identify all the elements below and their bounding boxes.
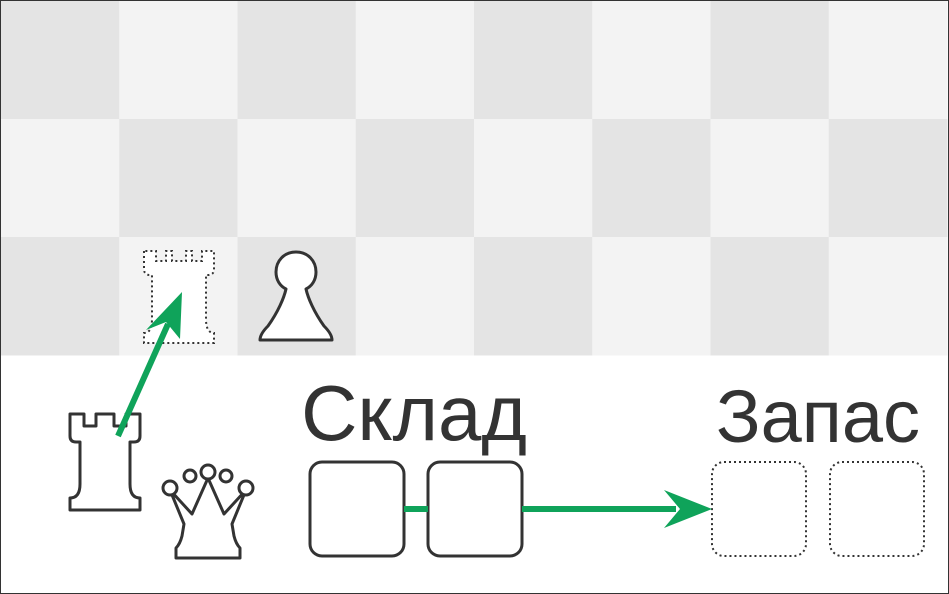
board-square[interactable] — [710, 1, 830, 120]
board-square[interactable] — [237, 1, 357, 120]
board-square[interactable] — [828, 1, 948, 120]
board-square[interactable] — [710, 119, 830, 238]
board-square[interactable] — [355, 1, 475, 120]
board-square[interactable] — [237, 119, 357, 238]
reserve-label: Запас — [716, 375, 920, 458]
board-square[interactable] — [1, 1, 120, 120]
board-square[interactable] — [474, 237, 593, 356]
storage-slot-1[interactable] — [308, 460, 406, 558]
board-square[interactable] — [474, 1, 593, 120]
board-square[interactable] — [710, 237, 830, 356]
board-square[interactable] — [119, 119, 238, 238]
board-square[interactable] — [592, 237, 711, 356]
pawn-icon — [258, 250, 334, 342]
board-square[interactable] — [355, 237, 475, 356]
reserve-slot-2[interactable] — [829, 461, 925, 557]
storage-label: Склад — [301, 369, 527, 457]
storage-to-reserve-arrow — [522, 490, 712, 528]
storage-slot-2[interactable] — [426, 460, 524, 558]
board-square[interactable] — [1, 119, 120, 238]
chess-board — [1, 1, 948, 356]
reserve-slot-1[interactable] — [711, 461, 807, 557]
rook-icon — [68, 412, 142, 512]
board-square[interactable] — [355, 119, 475, 238]
board-square[interactable] — [592, 119, 711, 238]
board-square[interactable] — [119, 1, 238, 120]
board-square[interactable] — [828, 237, 948, 356]
board-square[interactable] — [592, 1, 711, 120]
queen-icon — [161, 463, 255, 560]
board-square[interactable] — [1, 237, 120, 356]
rook-move-arrow — [115, 292, 182, 438]
board-square[interactable] — [474, 119, 593, 238]
board-square[interactable] — [828, 119, 948, 238]
